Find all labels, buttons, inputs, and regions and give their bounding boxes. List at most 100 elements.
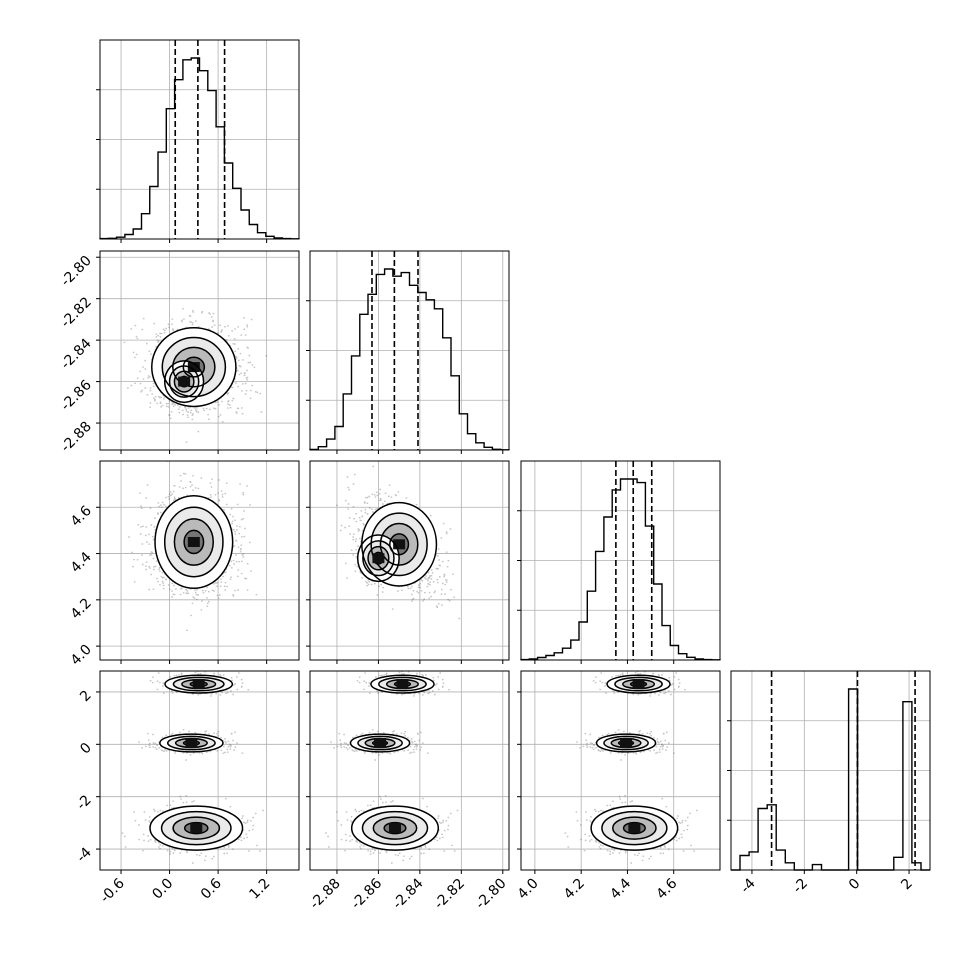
panel-content	[336, 465, 461, 620]
contour-line	[149, 805, 244, 851]
panel-content	[325, 671, 459, 864]
panel-3-2	[517, 670, 721, 874]
contour-line	[614, 676, 663, 692]
contour-line	[151, 326, 237, 408]
contour-line	[159, 733, 224, 753]
histogram-step	[99, 57, 300, 240]
contour-line	[350, 805, 440, 851]
contour-line	[379, 522, 419, 566]
contour-line	[164, 674, 234, 694]
panel-3-0	[96, 670, 300, 874]
contour-line	[370, 512, 428, 577]
contour-line	[603, 735, 649, 751]
contour-line	[595, 733, 657, 753]
x-tick-label: -2.88	[307, 876, 344, 913]
y-tick-label: -2.86	[58, 377, 95, 414]
contour-line	[172, 346, 216, 388]
contour-line	[606, 674, 671, 694]
panel-border	[309, 460, 510, 661]
x-tick-label: -0.6	[97, 875, 128, 906]
density-peak	[178, 376, 191, 387]
contour-line	[163, 506, 224, 578]
y-tick-label: 4.2	[68, 595, 95, 622]
density-peak	[388, 823, 401, 834]
y-tick-label: -2	[74, 792, 95, 813]
contour-line	[172, 676, 225, 692]
panel-2-1	[306, 460, 510, 664]
contour-line	[173, 518, 215, 566]
y-tick-label: -2.88	[58, 419, 95, 456]
panel-1-0	[96, 250, 300, 454]
panel-border	[99, 460, 300, 661]
y-tick-label: 4.6	[68, 503, 95, 530]
density-peak	[628, 823, 641, 834]
contour-line	[163, 360, 205, 404]
y-tick-label: -2.84	[58, 336, 95, 373]
histogram-step	[731, 688, 930, 871]
contour-line	[370, 674, 435, 694]
contour-line	[183, 529, 205, 555]
contour-line	[182, 356, 206, 378]
x-tick-label: 2	[898, 876, 916, 894]
panel-border	[730, 670, 931, 871]
x-tick-label: -2.82	[431, 876, 468, 913]
density-peak	[374, 738, 387, 749]
panel-content	[121, 671, 264, 864]
panel-border	[309, 250, 510, 451]
y-tick-label: 0	[77, 740, 95, 758]
panel-0-0	[96, 39, 300, 243]
density-peak	[190, 823, 203, 834]
contour-line	[361, 810, 429, 846]
density-peak	[632, 679, 645, 690]
y-tick-label: -2.80	[58, 253, 95, 290]
y-tick-label: 4.0	[68, 642, 95, 669]
y-tick-label: 2	[77, 687, 95, 705]
density-peak	[185, 738, 198, 749]
contour-line	[183, 821, 209, 835]
contour-line	[601, 810, 668, 846]
panel-border	[99, 670, 300, 871]
y-tick-label: 4.4	[68, 549, 95, 576]
contour-line	[154, 494, 234, 590]
contour-line	[349, 733, 411, 753]
contour-line	[173, 370, 195, 393]
contour-line	[372, 816, 418, 840]
panel-content	[564, 671, 698, 864]
density-peak	[620, 738, 633, 749]
x-tick-label: -2.86	[348, 875, 385, 912]
contour-line	[378, 676, 427, 692]
contour-line	[160, 810, 232, 846]
x-tick-label: -4	[738, 875, 759, 896]
x-tick-label: 4.2	[561, 876, 588, 903]
x-tick-label: 4.0	[515, 876, 542, 903]
contour-line	[356, 534, 400, 583]
panel-content	[128, 461, 258, 631]
density-peak	[192, 679, 205, 690]
density-peak	[396, 679, 409, 690]
y-tick-label: -4	[74, 845, 95, 866]
y-tick-label: -2.82	[58, 294, 95, 331]
contour-line	[357, 735, 403, 751]
contour-line	[383, 821, 407, 835]
panel-border	[99, 39, 300, 240]
contour-line	[622, 821, 646, 835]
x-tick-label: 0.6	[198, 875, 225, 902]
panel-1-1	[306, 250, 510, 454]
x-tick-label: -2	[790, 876, 811, 897]
contour-line	[166, 735, 216, 751]
panel-2-0	[96, 460, 300, 664]
contour-line	[161, 336, 227, 398]
density-peak	[187, 536, 200, 547]
contour-line	[168, 365, 200, 398]
x-tick-label: -2.80	[473, 876, 510, 913]
x-tick-label: 0	[846, 876, 864, 894]
contour-line	[367, 545, 390, 571]
x-tick-label: 0.0	[149, 876, 176, 903]
contour-line	[172, 816, 221, 840]
panel-2-2	[517, 460, 721, 664]
panel-3-1	[306, 670, 510, 874]
x-tick-label: 4.4	[607, 875, 634, 902]
density-peak	[393, 539, 406, 550]
density-peak	[372, 553, 385, 564]
